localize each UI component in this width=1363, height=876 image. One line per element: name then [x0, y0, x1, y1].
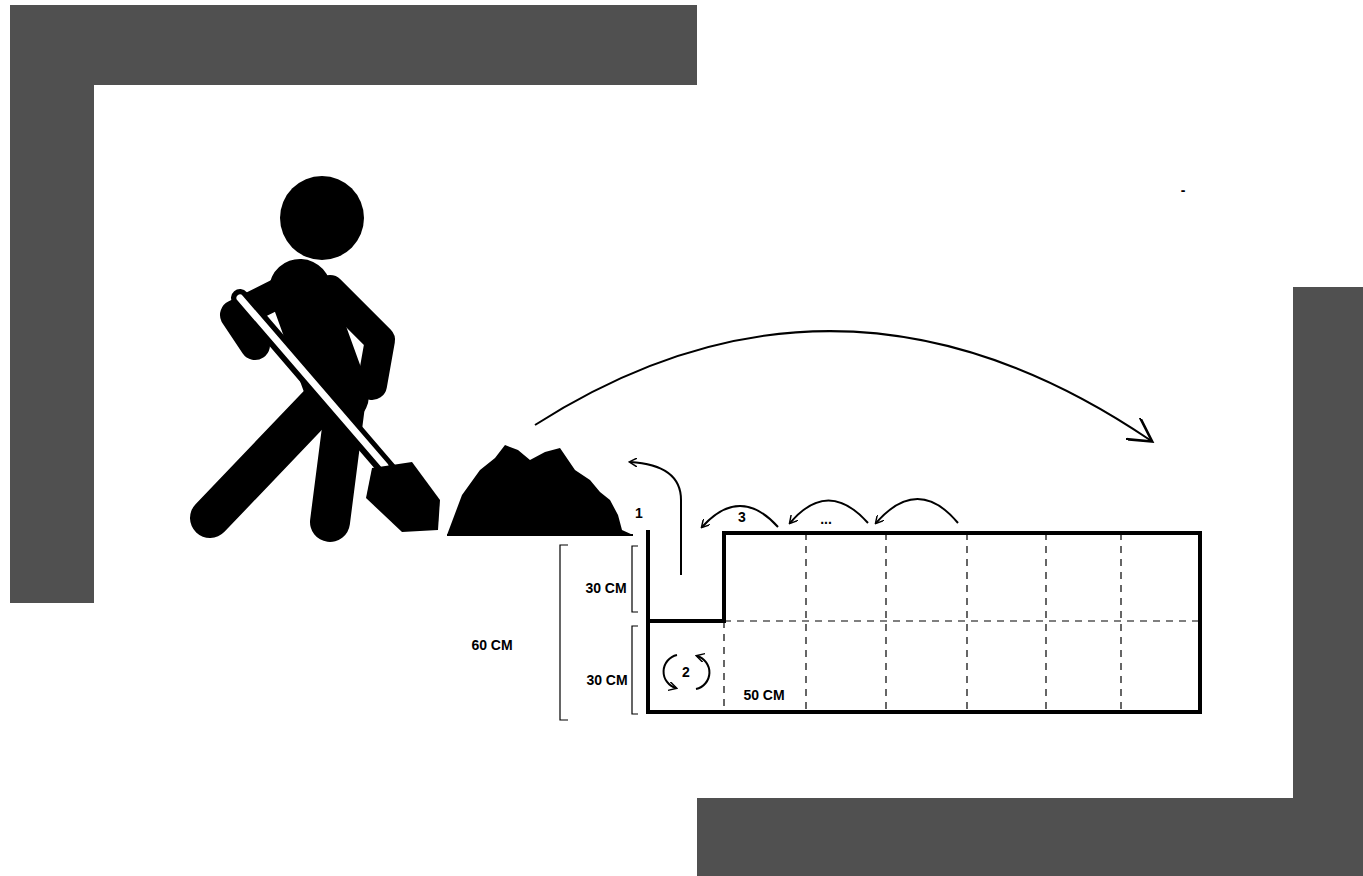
dirt-pile: [447, 445, 633, 535]
dimension-label: 30 CM: [585, 581, 626, 595]
dimension-label: 30 CM: [586, 673, 627, 687]
movement-arrow: [535, 331, 1150, 689]
dimension-label: 60 CM: [471, 638, 512, 652]
dimension-label: 50 CM: [743, 688, 784, 702]
callout-number: ...: [820, 512, 832, 526]
callout-number: 3: [738, 510, 746, 524]
stray-mark: -: [1181, 183, 1186, 197]
digger-figure: [210, 176, 440, 532]
corner-frame: [10, 5, 1363, 876]
ground-line: [447, 534, 633, 536]
dimension-bracket: [560, 545, 638, 720]
callout-number: 2: [682, 665, 690, 679]
callout-number: 1: [635, 506, 643, 520]
trench: [648, 530, 1200, 712]
